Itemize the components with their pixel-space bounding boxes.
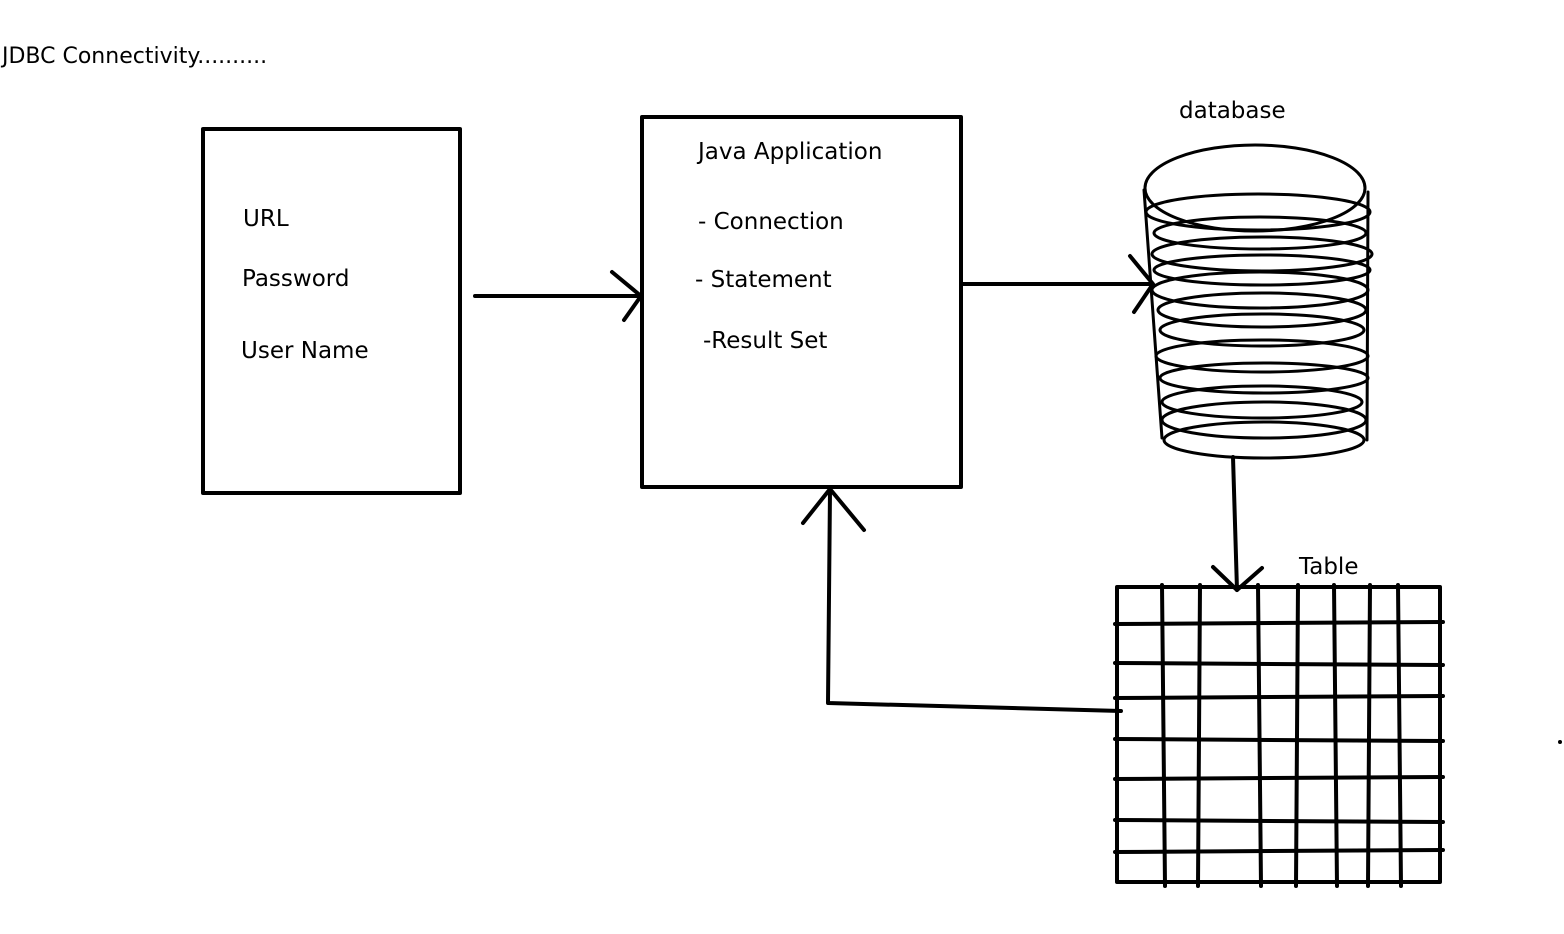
cylinder-ring: [1158, 361, 1370, 395]
arrow-config-to-java: [473, 270, 643, 322]
config-item-password: Password: [242, 266, 350, 292]
table-column-line: [1294, 583, 1300, 888]
table-column-line: [1396, 583, 1403, 888]
arrow-java-to-database: [961, 254, 1155, 314]
table-row-line: [1113, 848, 1445, 854]
stray-dot: [1558, 740, 1562, 744]
table-row-line: [1113, 775, 1445, 781]
cylinder-ring: [1150, 270, 1370, 310]
cylinder-ring: [1152, 253, 1372, 287]
cylinder-ring: [1162, 420, 1366, 460]
table-row-line: [1113, 661, 1445, 667]
table-column-line: [1196, 583, 1202, 888]
database-label: database: [1179, 98, 1286, 124]
config-item-url: URL: [243, 206, 289, 232]
table-column-line: [1366, 583, 1372, 888]
cylinder-ring: [1144, 192, 1372, 232]
cylinder-ring: [1152, 215, 1368, 251]
cylinder-ring: [1158, 312, 1366, 348]
config-box: [201, 127, 462, 495]
table-column-line: [1332, 583, 1339, 888]
java-item-connection: - Connection: [698, 209, 844, 235]
config-item-user-name: User Name: [241, 338, 369, 364]
table-label: Table: [1299, 554, 1359, 580]
table-outline: [1115, 585, 1442, 884]
java-item-statement: - Statement: [695, 267, 832, 293]
java-box-heading: Java Application: [698, 139, 883, 165]
table-column-line: [1160, 583, 1167, 888]
table-row-line: [1113, 818, 1445, 824]
database-cylinder-icon: [1142, 143, 1374, 460]
page-title: JDBC Connectivity..........: [2, 44, 268, 69]
arrow-table-to-java: [801, 487, 1123, 713]
cylinder-ring: [1160, 400, 1368, 440]
cylinder-ring: [1156, 291, 1368, 329]
table-row-line: [1113, 737, 1445, 743]
arrow-database-to-table: [1211, 455, 1264, 592]
cylinder-ring: [1160, 384, 1364, 420]
table-grid-icon: [1113, 583, 1445, 888]
table-row-line: [1113, 620, 1445, 626]
java-item-result-set: -Result Set: [703, 328, 828, 354]
java-application-box: [640, 115, 963, 489]
table-row-line: [1113, 694, 1445, 700]
cylinder-side-right: [1365, 190, 1370, 442]
table-column-line: [1256, 583, 1263, 888]
cylinder-ring: [1154, 338, 1370, 374]
cylinder-side-left: [1142, 188, 1164, 440]
